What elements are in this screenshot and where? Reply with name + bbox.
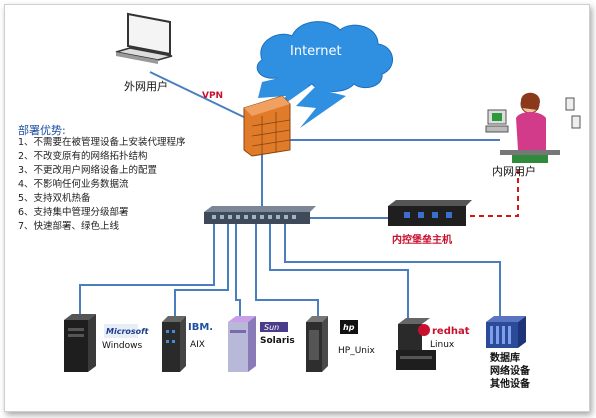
link-windows [79, 222, 215, 315]
aix-label: AIX [190, 340, 205, 350]
internal-user-label: 内网用户 [492, 165, 536, 178]
advantage-item: 3、不更改用户网络设备上的配置 [18, 165, 158, 176]
svg-text:IBM.: IBM. [188, 322, 213, 333]
other-devices-label: 数据库 网络设备 其他设备 [490, 353, 530, 390]
svg-text:hp: hp [343, 323, 355, 332]
switch-icon [204, 206, 316, 224]
advantage-item: 4、不影响任何业务数据流 [18, 179, 129, 190]
hp-logo: hp [340, 320, 358, 334]
advantage-item: 1、不需要在被管理设备上安装代理程序 [18, 137, 186, 148]
vpn-label: VPN [202, 91, 224, 101]
connections [79, 71, 501, 322]
bastion-host-label: 内控堡垒主机 [392, 235, 452, 246]
link-aix [174, 222, 229, 320]
svg-text:redhat: redhat [432, 326, 470, 337]
svg-text:Sun: Sun [264, 323, 279, 332]
external-user-label: 外网用户 [124, 80, 168, 93]
link-hpux [255, 222, 319, 320]
lightning-bolt-left [258, 74, 310, 110]
laptop-icon [115, 12, 173, 64]
sun-logo: Sun [260, 322, 288, 332]
windows-server-icon [64, 314, 96, 372]
svg-text:Microsoft: Microsoft [106, 327, 150, 336]
hpux-server-icon [306, 316, 328, 372]
ibm-logo: IBM. [188, 322, 213, 333]
advantage-item: 7、快速部署、绿色上线 [18, 221, 120, 232]
advantages-title: 部署优势: [18, 124, 66, 137]
internal-user-icon [485, 92, 581, 163]
link-bastion-internal-dashed [470, 170, 519, 217]
link-solaris [235, 222, 241, 320]
database-network-device-icon [486, 316, 526, 348]
microsoft-logo: Microsoft [104, 324, 150, 338]
redhat-logo: redhat [418, 324, 470, 337]
link-vpn-external [149, 71, 251, 121]
bastion-host-icon [388, 200, 472, 226]
link-other [284, 222, 501, 320]
advantages-list: 1、不需要在被管理设备上安装代理程序 2、不改变原有的网络拓扑结构 3、不更改用… [18, 136, 186, 234]
windows-label: Windows [102, 341, 143, 351]
firewall-icon [243, 95, 291, 157]
advantage-item: 2、不改变原有的网络拓扑结构 [18, 151, 148, 162]
hpux-label: HP_Unix [338, 346, 375, 356]
solaris-server-icon [228, 316, 256, 372]
link-linux [269, 222, 409, 322]
linux-label: Linux [430, 340, 455, 350]
advantage-item: 5、支持双机热备 [18, 193, 91, 204]
solaris-label: Solaris [260, 336, 295, 346]
aix-server-icon [162, 316, 186, 372]
internet-label: Internet [290, 44, 342, 59]
advantage-item: 6、支持集中管理分级部署 [18, 207, 129, 218]
lightning-bolt-right [296, 82, 346, 128]
linux-server-icon [396, 318, 436, 370]
